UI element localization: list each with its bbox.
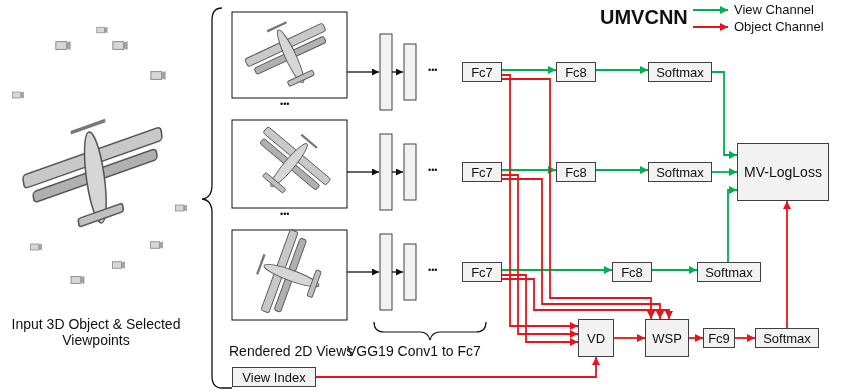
vgg-brace xyxy=(374,322,486,340)
view-channel-arrow xyxy=(728,190,737,262)
view-channel-arrow xyxy=(596,169,648,171)
box-label: Fc8 xyxy=(565,165,587,180)
box-label: Softmax xyxy=(763,331,811,346)
legend-text: View Channel xyxy=(734,2,814,17)
input-airplane xyxy=(19,100,171,247)
view-channel-arrow xyxy=(596,69,648,71)
feed-arrows xyxy=(347,72,403,272)
object-channel-arrow xyxy=(502,79,651,319)
ellipsis: ••• xyxy=(428,65,437,75)
box-label: Fc9 xyxy=(708,331,730,346)
fc-layer-box: Fc9 xyxy=(703,328,735,348)
fc-layer-box: Fc7 xyxy=(462,62,502,82)
ellipsis: ••• xyxy=(428,265,437,275)
box-label: Fc8 xyxy=(621,265,643,280)
object-channel-arrow xyxy=(502,279,669,319)
loss-box: MV-LogLoss xyxy=(737,143,829,201)
fc-layer-box: Fc8 xyxy=(556,62,596,82)
object-channel-arrow xyxy=(316,357,596,377)
legend-text: Object Channel xyxy=(734,19,824,34)
box-label: VD xyxy=(587,331,605,346)
box-label: Fc8 xyxy=(565,65,587,80)
object-channel-arrow xyxy=(735,337,755,339)
box-label: WSP xyxy=(652,331,682,346)
softmax-box: Softmax xyxy=(648,62,712,82)
fc-layer-box: Fc7 xyxy=(462,262,502,282)
object-channel-arrow xyxy=(502,75,578,326)
object-channel-arrow xyxy=(689,337,703,339)
caption: Rendered 2D Views xyxy=(229,343,353,359)
object-channel-arrow xyxy=(614,337,645,339)
rendered-views xyxy=(232,8,347,326)
object-channel-arrow xyxy=(502,275,578,342)
box-label: Softmax xyxy=(705,265,753,280)
softmax-box: Softmax xyxy=(697,262,761,282)
box-label: Softmax xyxy=(656,165,704,180)
box-label: Softmax xyxy=(656,65,704,80)
brace xyxy=(202,8,232,388)
object-channel-arrow xyxy=(786,201,788,328)
ellipsis: ••• xyxy=(280,99,289,109)
camera-icons xyxy=(12,27,186,283)
view-channel-arrow xyxy=(712,72,737,155)
model-title: UMVCNN xyxy=(600,6,688,29)
fc-layer-box: Fc8 xyxy=(612,262,652,282)
box-label: Fc7 xyxy=(471,65,493,80)
legend-samples xyxy=(693,10,728,27)
view-channel-arrow xyxy=(652,269,697,271)
fc-layer-box: Fc8 xyxy=(556,162,596,182)
box-label: Fc7 xyxy=(471,265,493,280)
vgg-layers xyxy=(380,34,416,310)
ellipsis: ••• xyxy=(428,165,437,175)
box-label: Fc7 xyxy=(471,165,493,180)
fc-layer-box: Fc7 xyxy=(462,162,502,182)
box-label: View Index xyxy=(242,370,305,385)
view-channel-arrow xyxy=(502,69,556,71)
box-label: MV-LogLoss xyxy=(744,164,822,180)
process-box: WSP xyxy=(645,319,689,357)
caption: VGG19 Conv1 to Fc7 xyxy=(347,343,481,359)
softmax-box: Softmax xyxy=(755,328,819,348)
caption: Input 3D Object & Selected Viewpoints xyxy=(8,316,184,348)
input-box: View Index xyxy=(232,367,316,387)
process-box: VD xyxy=(578,319,614,357)
softmax-box: Softmax xyxy=(648,162,712,182)
ellipsis: ••• xyxy=(280,209,289,219)
view-channel-arrow xyxy=(712,171,737,173)
